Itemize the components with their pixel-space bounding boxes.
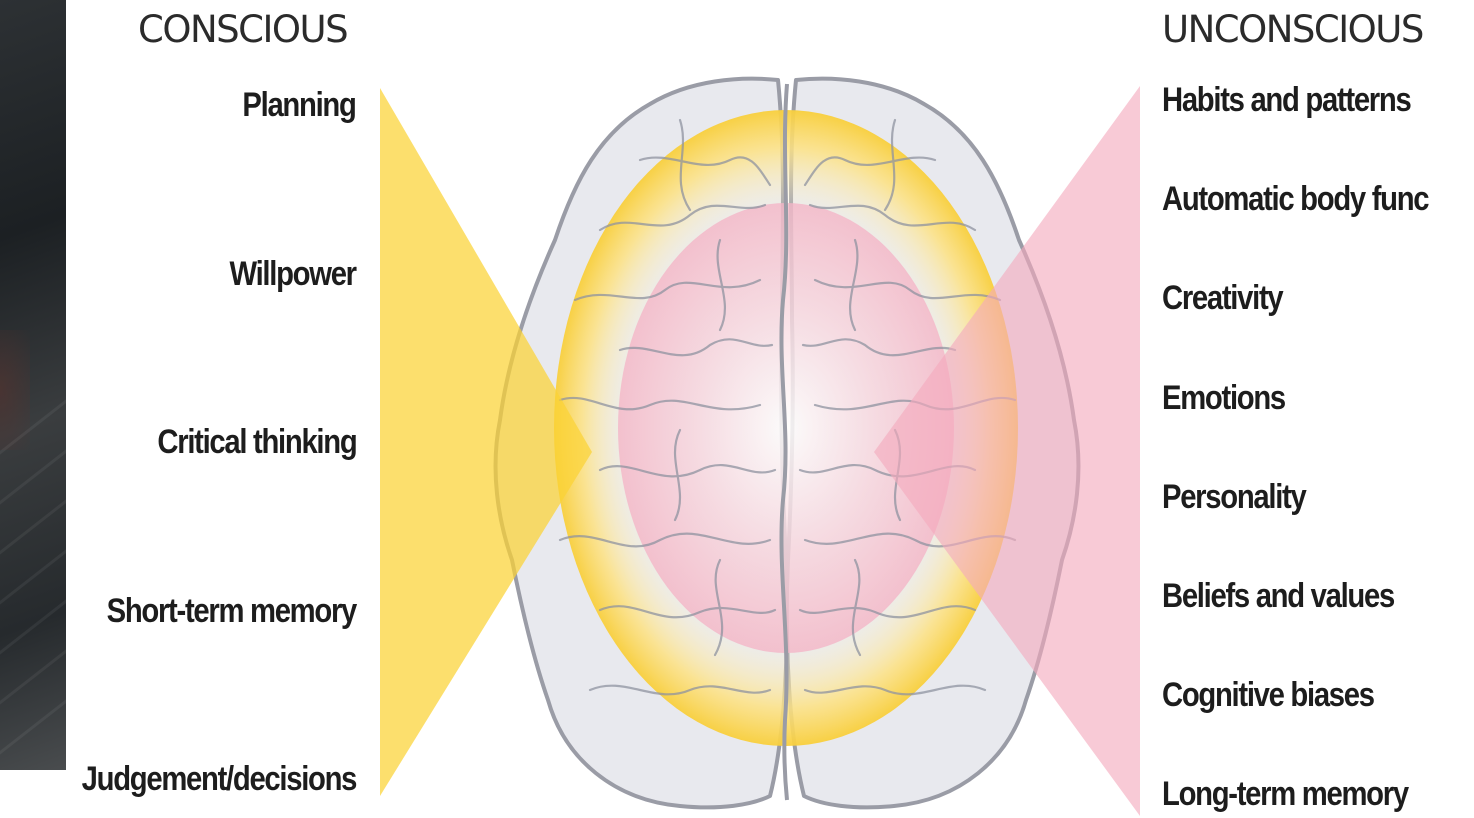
unconscious-item-automatic-body: Automatic body func: [1162, 182, 1428, 216]
unconscious-item-emotions: Emotions: [1162, 381, 1285, 415]
conscious-item-critical-thinking: Critical thinking: [157, 425, 356, 459]
conscious-item-planning: Planning: [243, 88, 356, 122]
unconscious-item-beliefs: Beliefs and values: [1162, 579, 1394, 613]
conscious-item-willpower: Willpower: [230, 257, 356, 291]
unconscious-item-creativity: Creativity: [1162, 281, 1282, 315]
conscious-heading: CONSCIOUS: [138, 8, 347, 51]
conscious-item-judgement-decisions: Judgement/decisions: [82, 762, 356, 796]
unconscious-item-long-term-memory: Long-term memory: [1162, 777, 1408, 811]
unconscious-item-habits: Habits and patterns: [1162, 83, 1410, 117]
unconscious-heading: UNCONSCIOUS: [1162, 8, 1423, 51]
conscious-item-short-term-memory: Short-term memory: [107, 594, 356, 628]
unconscious-item-personality: Personality: [1162, 480, 1305, 514]
unconscious-item-cognitive-biases: Cognitive biases: [1162, 678, 1374, 712]
